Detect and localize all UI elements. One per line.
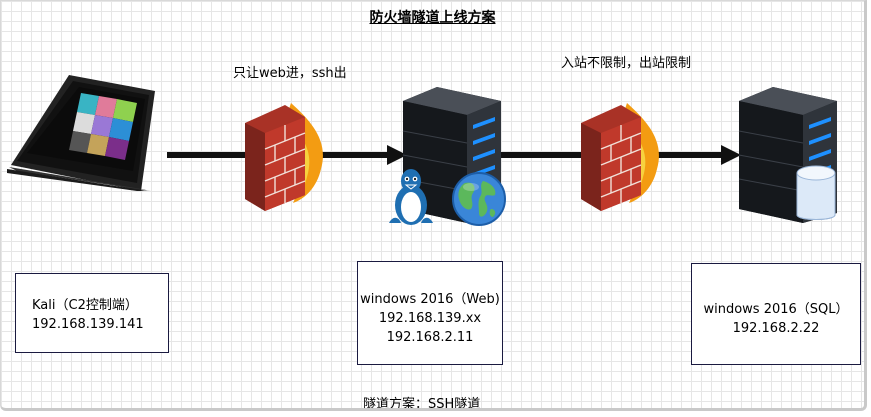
- linux-penguin-icon: [389, 169, 433, 225]
- footer-note: 隧道方案：SSH隧道: [363, 397, 481, 411]
- web-ip-external: 192.168.139.xx: [378, 311, 482, 326]
- diagram-title: 防火墙隧道上线方案: [369, 10, 496, 26]
- kali-name: Kali（C2控制端）: [32, 298, 138, 313]
- sql-node-box: windows 2016（SQL） 192.168.2.22: [691, 263, 861, 365]
- database-icon: [796, 165, 836, 220]
- web-name: windows 2016（Web): [360, 292, 500, 307]
- arrow2-label: 入站不限制，出站限制: [561, 56, 692, 71]
- sql-name: windows 2016（SQL）: [703, 302, 849, 317]
- laptop-icon: [7, 75, 155, 191]
- kali-ip: 192.168.139.141: [32, 317, 144, 332]
- firewall-icon: [245, 103, 323, 211]
- sql-ip: 192.168.2.22: [732, 321, 820, 336]
- arrow1-label: 只让web进，ssh出: [233, 66, 347, 81]
- web-node-box: windows 2016（Web) 192.168.139.xx 192.168…: [357, 261, 503, 365]
- globe-icon: [452, 172, 506, 226]
- kali-node-box: Kali（C2控制端） 192.168.139.141: [15, 273, 169, 353]
- web-ip-internal: 192.168.2.11: [386, 330, 474, 345]
- firewall-icon: [581, 103, 659, 211]
